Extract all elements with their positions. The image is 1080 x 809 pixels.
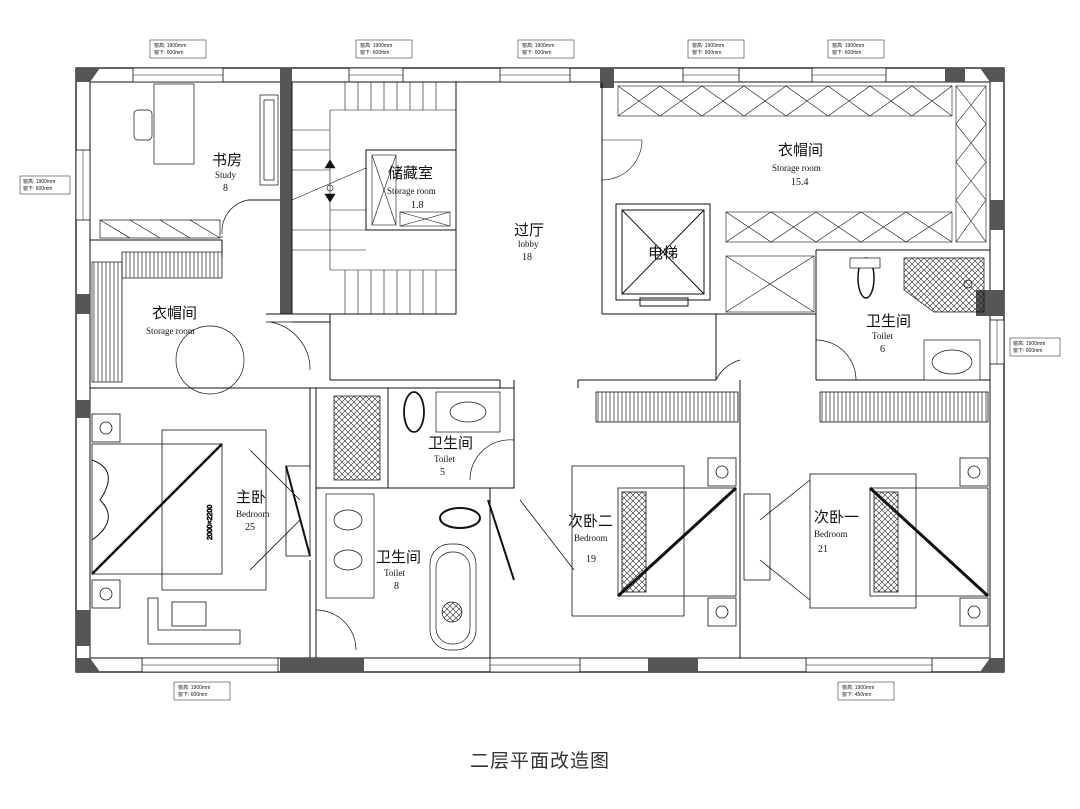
window-note-text: 窗高: 1900mm xyxy=(832,42,864,49)
svg-text:8: 8 xyxy=(394,581,399,592)
label-lobby: 过厅 lobby 18 xyxy=(514,221,544,263)
svg-text:主卧: 主卧 xyxy=(236,488,266,506)
svg-text:储藏室: 储藏室 xyxy=(388,164,433,182)
label-storage-small: 储藏室 Storage room 1.8 xyxy=(387,164,436,211)
svg-text:衣帽间: 衣帽间 xyxy=(152,304,197,322)
toilet-6-fixtures xyxy=(815,257,985,381)
svg-text:Storage room: Storage room xyxy=(146,326,195,336)
window-note-text: 窗高: 1900mm xyxy=(1013,340,1045,347)
svg-text:19: 19 xyxy=(586,554,596,565)
svg-text:Study: Study xyxy=(215,170,237,180)
svg-text:Toilet: Toilet xyxy=(434,454,455,464)
label-study: 书房 Study 8 xyxy=(212,151,242,194)
svg-text:电梯: 电梯 xyxy=(648,244,678,262)
staircase xyxy=(291,82,456,314)
bedroom-2-furniture xyxy=(519,391,771,627)
svg-text:卫生间: 卫生间 xyxy=(376,548,421,566)
window-note-text: 窗下: 600mm xyxy=(692,49,721,56)
bedroom-1-furniture xyxy=(715,359,990,627)
window-note-text: 窗高: 1900mm xyxy=(692,42,724,49)
label-cloak-left: 衣帽间 Storage room xyxy=(146,304,197,336)
svg-text:1.8: 1.8 xyxy=(411,200,424,211)
svg-text:Storage room: Storage room xyxy=(387,186,436,196)
svg-text:lobby: lobby xyxy=(518,239,539,249)
label-elevator: 电梯 xyxy=(648,244,678,262)
svg-text:卫生间: 卫生间 xyxy=(428,434,473,452)
wall-corners xyxy=(76,68,1004,672)
svg-text:6: 6 xyxy=(880,344,885,355)
window-note-text: 窗下: 600mm xyxy=(23,185,52,192)
svg-text:Bedroom: Bedroom xyxy=(236,509,270,519)
svg-text:Toilet: Toilet xyxy=(872,331,893,341)
label-toilet-6: 卫生间 Toilet 6 xyxy=(866,312,911,355)
window-notes: 窗高: 1900mm 窗下: 600mm 窗高: 1900mm 窗下: 600m… xyxy=(19,39,1061,701)
svg-text:25: 25 xyxy=(245,522,255,533)
svg-text:Bedroom: Bedroom xyxy=(814,529,848,539)
svg-text:8: 8 xyxy=(223,183,228,194)
svg-text:21: 21 xyxy=(818,544,828,555)
label-bedroom-2: 次卧二 Bedroom 19 xyxy=(568,512,613,565)
svg-text:卫生间: 卫生间 xyxy=(866,312,911,330)
window-note-text: 窗下: 600mm xyxy=(178,691,207,698)
label-toilet-5: 卫生间 Toilet 5 xyxy=(428,434,473,478)
window-note-text: 窗下: 600mm xyxy=(154,49,183,56)
label-toilet-8: 卫生间 Toilet 8 xyxy=(376,548,421,592)
window-note-text: 窗高: 1900mm xyxy=(842,684,874,691)
room-labels: 书房 Study 8 储藏室 Storage room 1.8 过厅 lobby… xyxy=(146,141,911,592)
window-note-text: 窗高: 1900mm xyxy=(178,684,210,691)
label-master: 主卧 Bedroom 25 xyxy=(236,488,270,533)
cloak-left-shelves xyxy=(91,251,311,395)
svg-text:15.4: 15.4 xyxy=(791,177,809,188)
window-note-text: 窗下: 600mm xyxy=(360,49,389,56)
window-note-text: 窗下: 600mm xyxy=(832,49,861,56)
bed-dimension: 2000×2200 xyxy=(207,505,214,540)
label-cloak-right: 衣帽间 Storage room 15.4 xyxy=(772,141,823,188)
study-furniture xyxy=(99,83,279,240)
svg-text:5: 5 xyxy=(440,467,445,478)
svg-text:Bedroom: Bedroom xyxy=(574,533,608,543)
svg-text:Toilet: Toilet xyxy=(384,568,405,578)
storage-shelving xyxy=(371,154,451,227)
window-note-text: 窗下: 600mm xyxy=(1013,347,1042,354)
window-note-text: 窗高: 1900mm xyxy=(360,42,392,49)
svg-text:18: 18 xyxy=(522,252,532,263)
toilet-5-fixtures xyxy=(333,391,515,481)
svg-text:Storage room: Storage room xyxy=(772,163,821,173)
window-note-text: 窗下: 600mm xyxy=(522,49,551,56)
svg-text:次卧二: 次卧二 xyxy=(568,512,613,530)
svg-text:次卧一: 次卧一 xyxy=(814,508,859,526)
cloak-right-cabinets xyxy=(601,85,987,313)
label-bedroom-1: 次卧一 Bedroom 21 xyxy=(814,508,859,555)
window-note-text: 窗高: 1900mm xyxy=(154,42,186,49)
window-note-text: 窗下: 450mm xyxy=(842,691,871,698)
svg-text:衣帽间: 衣帽间 xyxy=(778,141,823,159)
svg-text:过厅: 过厅 xyxy=(514,221,544,239)
window-note-text: 窗高: 1900mm xyxy=(522,42,554,49)
toilet-8-fixtures xyxy=(315,493,515,651)
svg-text:书房: 书房 xyxy=(212,151,242,169)
window-note-text: 窗高: 1900mm xyxy=(23,178,55,185)
elevator-shaft xyxy=(615,203,711,307)
master-bedroom-furniture: 2000×2200 xyxy=(91,413,311,645)
plan-caption: 二层平面改造图 xyxy=(469,750,610,772)
